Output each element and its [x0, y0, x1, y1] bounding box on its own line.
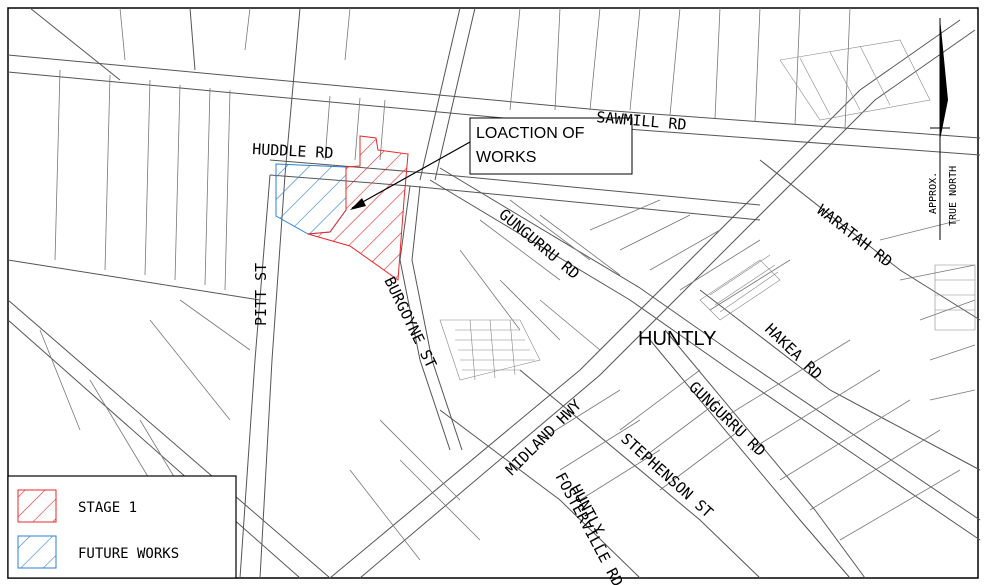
legend-swatch-stage-1 — [17, 489, 57, 523]
legend-label-stage-1: STAGE 1 — [78, 500, 137, 516]
location-callout: LOACTION OF WORKS — [350, 117, 633, 210]
legend: STAGE 1 FUTURE WORKS — [7, 475, 237, 579]
legend-label-future-works: FUTURE WORKS — [78, 546, 179, 562]
residential-lots — [439, 39, 976, 381]
north-label-line-2: TRUE NORTH — [948, 166, 959, 226]
place-label-huntly: HUNTLY — [638, 328, 717, 350]
north-arrow: APPROX. TRUE NORTH — [928, 18, 959, 240]
legend-swatch-future-works — [17, 535, 57, 569]
callout-line-2: WORKS — [476, 149, 536, 166]
north-arrow-icon — [940, 18, 948, 140]
north-label-line-1: APPROX. — [928, 172, 939, 214]
road-label-huddle: HUDDLE RD — [252, 140, 334, 162]
callout-line-1: LOACTION OF — [476, 125, 585, 142]
callout-arrowhead — [350, 198, 366, 210]
road-label-pitt: PITT ST — [252, 263, 270, 326]
parcel-lines — [39, 7, 976, 561]
